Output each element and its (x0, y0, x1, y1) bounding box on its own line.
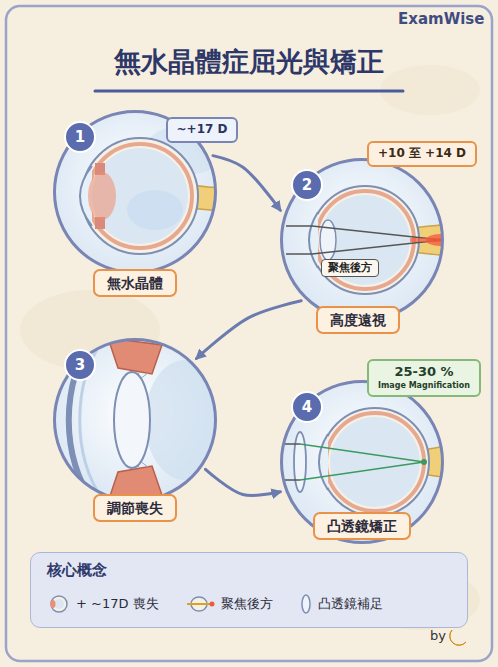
flow-arrow (213, 156, 280, 211)
summary-box: 核心概念 + ~17D 喪失 聚焦後方 凸透鏡補足 (30, 552, 468, 628)
step-number-circle: 3 (64, 349, 96, 381)
node-text: 調節喪失 (107, 499, 163, 517)
node-text: 25-30 % (378, 364, 470, 381)
node-text: 聚焦後方 (328, 261, 372, 275)
diagram-title: 無水晶體症屈光與矯正 (0, 44, 498, 80)
node-text: 無水晶體 (107, 274, 163, 292)
caption-box: 凸透鏡矯正 (313, 512, 411, 540)
author-credit: by (430, 628, 446, 643)
aphakic-eye-illustration (55, 112, 232, 272)
caption-box: 調節喪失 (93, 494, 177, 522)
legend-text: + ~17D 喪失 (76, 595, 159, 613)
summary-heading: 核心概念 (47, 561, 451, 581)
step-number: 2 (293, 171, 321, 199)
page-frame (6, 6, 492, 661)
step-number-circle: 1 (64, 121, 96, 153)
node-text: +10 至 +14 D (378, 146, 466, 162)
legend-item: 凸透鏡補足 (299, 593, 383, 615)
legend-icon (185, 593, 216, 615)
value-badge: +10 至 +14 D (367, 141, 477, 167)
node-subtext: Image Magnification (378, 381, 470, 391)
step-panel: 2 聚焦後方 (280, 158, 444, 322)
node-text: 凸透鏡矯正 (327, 517, 397, 535)
inline-tag: 聚焦後方 (321, 259, 379, 277)
caption-box: 高度遠視 (316, 306, 400, 334)
step-number: 4 (293, 393, 321, 421)
flow-arrow (205, 469, 280, 495)
legend-text: 聚焦後方 (221, 595, 273, 613)
paper-texture (20, 65, 480, 630)
brand-name: ExamWise (398, 10, 484, 28)
value-badge: ~+17 D (166, 117, 239, 143)
hyperopic-eye-illustration (282, 160, 454, 320)
legend-icon (299, 593, 313, 615)
author-icon (450, 630, 466, 645)
value-badge: 25-30 %Image Magnification (367, 359, 481, 396)
step-number: 3 (66, 351, 94, 379)
legend-icon (47, 593, 71, 615)
legend: + ~17D 喪失 聚焦後方 凸透鏡補足 (47, 593, 383, 615)
node-text: ~+17 D (177, 122, 228, 138)
corrected-eye-illustration (282, 382, 446, 542)
caption-box: 無水晶體 (93, 269, 177, 297)
title-underline (95, 90, 403, 93)
accommodation-loss-illustration (55, 336, 225, 504)
legend-text: 凸透鏡補足 (318, 595, 383, 613)
step-panel: 3 (53, 338, 217, 502)
step-number-circle: 4 (291, 391, 323, 423)
legend-item: 聚焦後方 (185, 593, 273, 615)
step-number-circle: 2 (291, 169, 323, 201)
legend-item: + ~17D 喪失 (47, 593, 159, 615)
flow-arrow (197, 301, 302, 359)
step-number: 1 (66, 123, 94, 151)
node-text: 高度遠視 (330, 311, 386, 329)
